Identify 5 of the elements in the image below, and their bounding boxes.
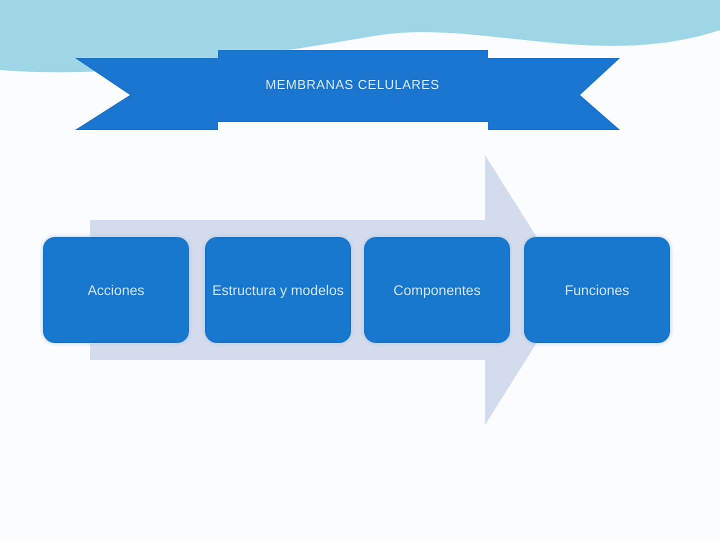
process-box: Componentes [364,237,510,343]
process-box: Acciones [43,237,189,343]
process-box: Estructura y modelos [205,237,351,343]
banner-title: MEMBRANAS CELULARES [264,76,441,94]
process-box: Funciones [524,237,670,343]
